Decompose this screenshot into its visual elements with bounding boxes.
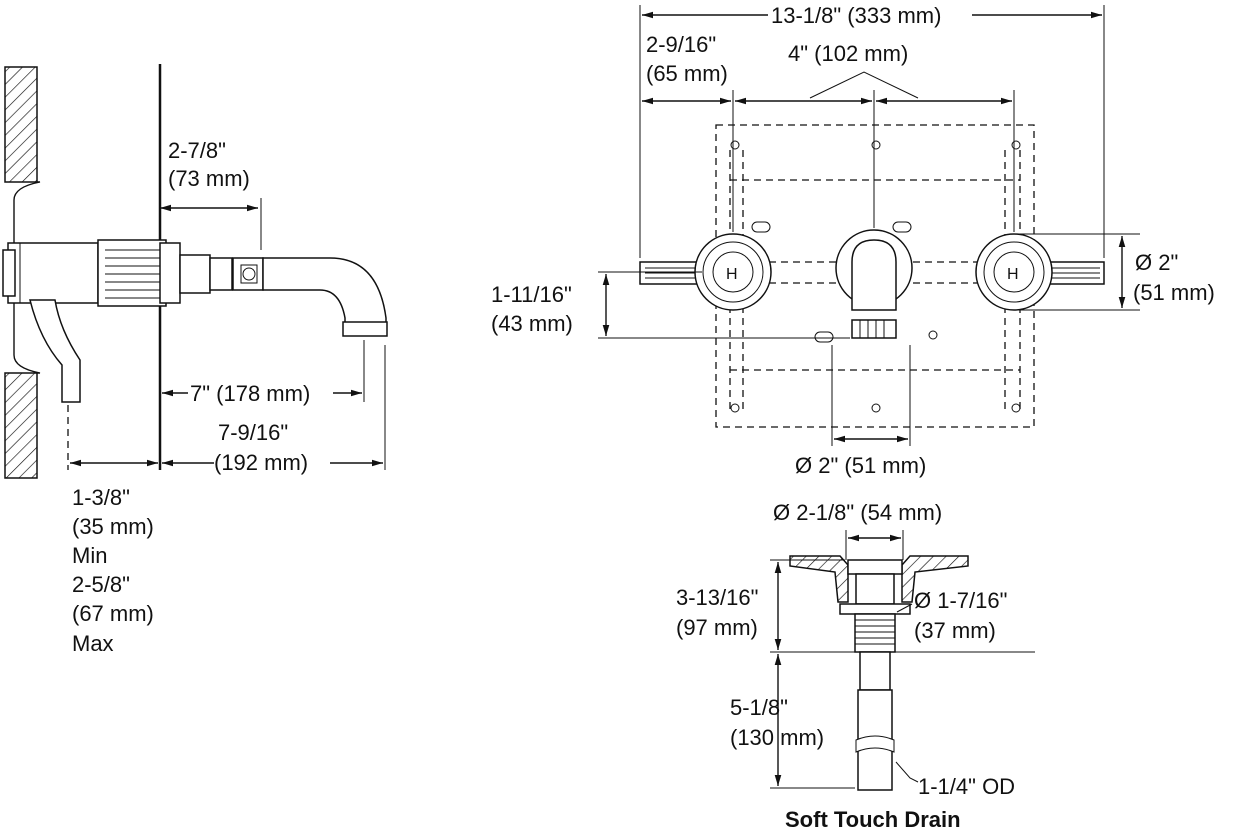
basin-right <box>901 555 969 603</box>
dim-body-height-line2: (97 mm) <box>676 615 758 640</box>
dim-projection: 7" (178 mm) <box>190 381 310 406</box>
drain-title: Soft Touch Drain <box>785 807 961 832</box>
dim-handle-offset-line1: 2-9/16" <box>646 32 716 57</box>
dim-overall-width: 13-1/8" (333 mm) <box>771 3 941 28</box>
dim-body-height-line1: 3-13/16" <box>676 585 758 610</box>
valve-body <box>7 242 99 304</box>
dim-thread-dia-line2: (37 mm) <box>914 618 996 643</box>
dim-wall-5: (67 mm) <box>72 601 154 626</box>
svg-text:H: H <box>726 266 738 283</box>
wall-section-lower <box>4 372 38 479</box>
dim-wall-6: Max <box>72 631 114 656</box>
dim-spout-dia: Ø 2" (51 mm) <box>795 453 926 478</box>
dim-wall-3: Min <box>72 543 107 568</box>
dim-flange-dia: Ø 2-1/8" (54 mm) <box>773 500 942 525</box>
dim-tail-length-line1: 5-1/8" <box>730 695 788 720</box>
threaded-sleeve <box>97 239 167 307</box>
dim-od: 1-1/4" OD <box>918 774 1015 799</box>
dim-wall-2: (35 mm) <box>72 514 154 539</box>
dim-spout-depth-line1: 2-7/8" <box>168 138 226 163</box>
aerator <box>342 321 388 337</box>
wall-section-upper <box>4 66 38 183</box>
dim-handle-offset-line2: (65 mm) <box>646 61 728 86</box>
dim-thread-dia-line1: Ø 1-7/16" <box>914 588 1007 613</box>
dim-handle-dia-line2: (51 mm) <box>1133 280 1215 305</box>
front-view: H H 13-1/8" (333 mm) 2-9/16" (65 mm) 4" … <box>491 3 1215 478</box>
dim-handle-dia-line1: Ø 2" <box>1135 250 1178 275</box>
spout <box>262 257 387 325</box>
dim-wall-1: 1-3/8" <box>72 485 130 510</box>
dim-wall-4: 2-5/8" <box>72 572 130 597</box>
dim-total-projection-line2: (192 mm) <box>214 450 308 475</box>
dim-center-spacing: 4" (102 mm) <box>788 41 908 66</box>
dim-height-line1: 1-11/16" <box>491 282 572 307</box>
dim-total-projection-line1: 7-9/16" <box>218 420 288 445</box>
svg-text:H: H <box>1007 266 1019 283</box>
dim-height-line2: (43 mm) <box>491 311 573 336</box>
dim-spout-depth-line2: (73 mm) <box>168 166 250 191</box>
side-view: 2-7/8" (73 mm) 7" (178 mm) 7-9/16" (192 … <box>2 64 388 656</box>
basin-left <box>789 555 849 603</box>
dim-tail-length-line2: (130 mm) <box>730 725 824 750</box>
drain-view: Ø 2-1/8" (54 mm) 3-13/16" (97 mm) Ø 1-7/… <box>676 500 1035 832</box>
